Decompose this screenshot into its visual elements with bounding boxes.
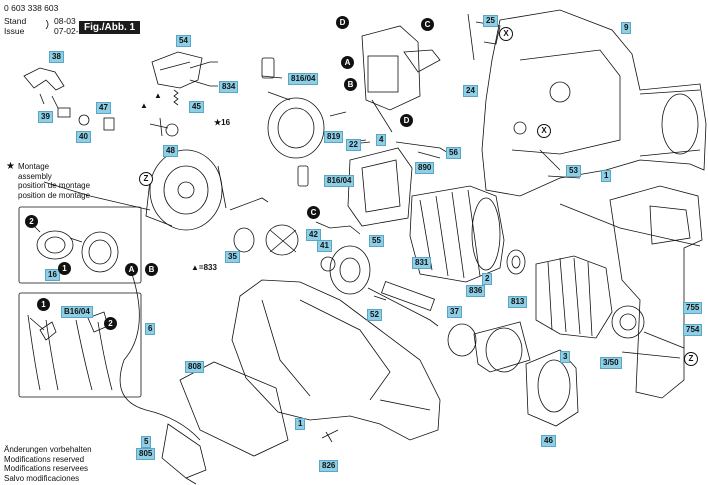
part-label-38: 38	[49, 51, 64, 63]
part-label-6: 6	[145, 323, 156, 335]
marker-b: B	[344, 78, 357, 91]
part-label-831: 831	[412, 257, 432, 269]
part-label-816-04-top: 816/04	[288, 73, 319, 85]
part-label-54: 54	[176, 35, 191, 47]
part-label-826: 826	[319, 460, 339, 472]
part-label-4: 4	[376, 134, 387, 146]
footer-line: Modifications reservees	[4, 464, 89, 473]
marker-d: D	[336, 16, 349, 29]
marker-x: X	[537, 124, 551, 138]
stand-value: 08-03	[54, 16, 76, 26]
part-label-39: 39	[38, 111, 53, 123]
marker-z: Z	[684, 352, 698, 366]
part-label-24: 24	[463, 85, 478, 97]
part-label-819: 819	[324, 131, 344, 143]
part-label-48: 48	[163, 145, 178, 157]
part-label-3: 3	[560, 351, 571, 363]
part-label-53: 53	[566, 165, 581, 177]
issue-value: 07-02-13	[54, 26, 89, 36]
part-number: 0 603 338 603	[4, 3, 59, 13]
montage-line: Montage	[18, 162, 50, 171]
footer-line: Änderungen vorbehalten	[4, 445, 92, 454]
marker-2: 2	[104, 317, 117, 330]
star-mark: ★	[6, 161, 15, 172]
footer-line: Salvo modificaciones	[4, 473, 80, 483]
marker-d: D	[400, 114, 413, 127]
part-label-35: 35	[225, 251, 240, 263]
part-label-55: 55	[369, 235, 384, 247]
part-label-46: 46	[541, 435, 556, 447]
figure-label: Fig./Abb. 1	[79, 21, 141, 34]
part-label-52: 52	[367, 309, 382, 321]
part-label-890: 890	[415, 162, 435, 174]
marker-1: 1	[37, 298, 50, 311]
part-label-45: 45	[189, 101, 204, 113]
part-label-41: 41	[317, 240, 332, 252]
part-label-754: 754	[683, 324, 703, 336]
part-label-3-50: 3/50	[600, 357, 622, 369]
part-label-42: 42	[306, 229, 321, 241]
part-label-47: 47	[96, 102, 111, 114]
triangle-mark: ▲	[154, 91, 162, 100]
stand-label: Stand	[4, 16, 27, 26]
part-label-22: 22	[346, 139, 361, 151]
part-label-56: 56	[446, 147, 461, 159]
marker-c: C	[421, 18, 434, 31]
part-label-816-04-mid: 816/04	[324, 175, 355, 187]
part-label-40: 40	[76, 131, 91, 143]
part-label-813: 813	[508, 296, 528, 308]
footer-line: Modifications reserved	[4, 454, 85, 464]
part-label-805: 805	[136, 448, 156, 460]
triangle-mark: ▲	[140, 101, 148, 110]
marker-z: Z	[139, 172, 153, 186]
part-label-25: 25	[483, 15, 498, 27]
part-label-755: 755	[683, 302, 703, 314]
part-label-9: 9	[621, 22, 632, 34]
part-label-1-main: 1	[295, 418, 306, 430]
triangle-label-833: ▲=833	[191, 263, 217, 272]
part-label-b16-04: B16/04	[61, 306, 93, 318]
marker-c: C	[307, 206, 320, 219]
montage-line: position de montage	[18, 181, 91, 190]
part-label-834: 834	[219, 81, 239, 93]
marker-x: X	[499, 27, 513, 41]
issue-label: Issue	[4, 26, 25, 36]
marker-1: 1	[58, 262, 71, 275]
montage-line: position de montage	[18, 190, 91, 200]
marker-a: A	[125, 263, 138, 276]
marker-b: B	[145, 263, 158, 276]
footer-notes: Änderungen vorbehalten Modifications res…	[4, 445, 92, 483]
star-label-16: ★16	[214, 118, 231, 127]
part-label-16-inset: 16	[45, 269, 60, 281]
montage-note: ★ Montage assembly position de montage p…	[6, 162, 90, 200]
montage-line: assembly	[18, 171, 52, 181]
part-label-808: 808	[185, 361, 205, 373]
part-label-37: 37	[447, 306, 462, 318]
part-label-836: 836	[466, 285, 486, 297]
part-label-2: 2	[482, 273, 493, 285]
marker-a: A	[341, 56, 354, 69]
part-label-5: 5	[141, 436, 152, 448]
part-label-1-housing: 1	[601, 170, 612, 182]
marker-2: 2	[25, 215, 38, 228]
